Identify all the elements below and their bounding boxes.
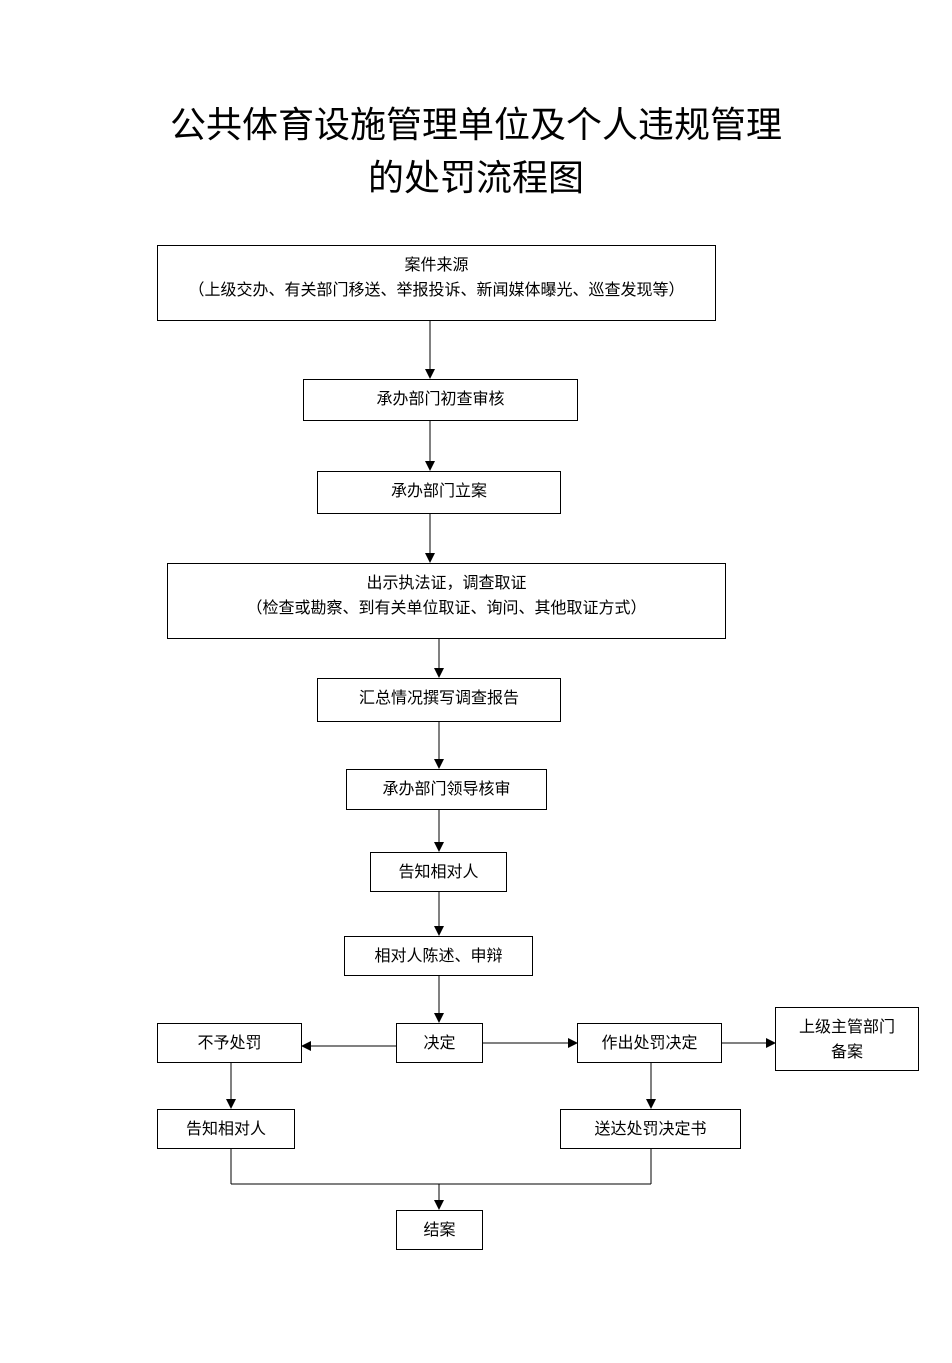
- node-case-source-label: 案件来源: [404, 255, 469, 274]
- node-investigation-label: 出示执法证，调查取证: [366, 573, 527, 592]
- node-investigation: 出示执法证，调查取证 （检查或勘察、到有关单位取证、询问、其他取证方式）: [167, 563, 726, 639]
- node-case-source-detail: （上级交办、有关部门移送、举报投诉、新闻媒体曝光、巡查发现等）: [188, 280, 685, 299]
- node-initial-review-label: 承办部门初查审核: [376, 389, 505, 408]
- node-case-filing-label: 承办部门立案: [390, 481, 487, 500]
- node-decision-label: 决定: [423, 1033, 456, 1052]
- node-party-statement: 相对人陈述、申辩: [344, 936, 533, 976]
- node-notify-party: 告知相对人: [370, 852, 507, 892]
- node-superior-filing-line-1: 上级主管部门: [798, 1017, 895, 1036]
- node-initial-review: 承办部门初查审核: [303, 379, 578, 421]
- node-notify-no-penalty-label: 告知相对人: [185, 1119, 266, 1138]
- node-leader-review-label: 承办部门领导核审: [382, 779, 511, 798]
- node-case-filing: 承办部门立案: [317, 471, 561, 514]
- node-deliver-decision: 送达处罚决定书: [560, 1109, 741, 1149]
- node-report: 汇总情况撰写调查报告: [317, 678, 561, 722]
- node-case-closed-label: 结案: [423, 1220, 456, 1239]
- node-case-closed: 结案: [396, 1210, 483, 1250]
- node-party-statement-label: 相对人陈述、申辩: [374, 946, 503, 965]
- node-report-label: 汇总情况撰写调查报告: [358, 688, 519, 707]
- page-title-line-1: 公共体育设施管理单位及个人违规管理: [169, 105, 782, 146]
- node-penalty-decision-label: 作出处罚决定: [601, 1033, 698, 1052]
- node-decision: 决定: [396, 1023, 483, 1063]
- node-no-penalty: 不予处罚: [157, 1023, 302, 1063]
- page-title-line-2: 的处罚流程图: [367, 158, 584, 199]
- node-notify-party-label: 告知相对人: [398, 862, 479, 881]
- node-superior-filing: 上级主管部门 备案: [775, 1007, 919, 1071]
- node-investigation-detail: （检查或勘察、到有关单位取证、询问、其他取证方式）: [246, 598, 647, 617]
- node-leader-review: 承办部门领导核审: [346, 769, 547, 810]
- node-case-source: 案件来源 （上级交办、有关部门移送、举报投诉、新闻媒体曝光、巡查发现等）: [157, 245, 716, 321]
- node-notify-no-penalty: 告知相对人: [157, 1109, 295, 1149]
- node-superior-filing-line-2: 备案: [830, 1042, 863, 1061]
- node-no-penalty-label: 不予处罚: [197, 1033, 262, 1052]
- node-penalty-decision: 作出处罚决定: [577, 1023, 722, 1063]
- node-deliver-decision-label: 送达处罚决定书: [594, 1119, 707, 1138]
